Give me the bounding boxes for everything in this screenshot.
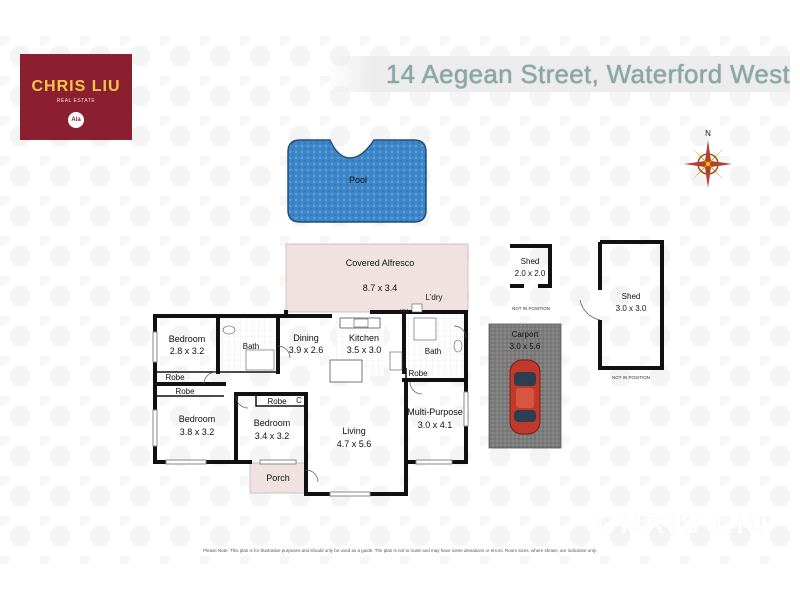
room-label-living-dims: 4.7 x 5.6 — [336, 439, 372, 449]
room-label-robe2: Robe — [175, 387, 195, 396]
room-label-robe3: Robe — [267, 397, 287, 406]
room-label-shed-large-dims: 3.0 x 3.0 — [615, 304, 647, 313]
property-address: 14 Aegean Street, Waterford West — [385, 59, 790, 89]
room-label-bedroom1-name: Bedroom — [168, 334, 206, 344]
top-band — [0, 0, 800, 36]
room-label-pool: Pool — [348, 175, 367, 185]
shed-large-note: NOT IN POSITION — [612, 375, 650, 380]
room-label-bedroom3-name: Bedroom — [253, 418, 291, 428]
shed-small-note: NOT IN POSITION — [512, 306, 550, 311]
stove — [389, 351, 403, 371]
room-label-multipurpose-name: Multi-Purpose — [407, 407, 463, 417]
room-label-bedroom2-name: Bedroom — [178, 414, 216, 424]
room-label-bath2: Bath — [424, 347, 442, 356]
room-label-shed-small-name: Shed — [520, 257, 540, 266]
kitchen-island — [329, 359, 363, 383]
bath2-shower — [413, 317, 437, 341]
room-label-kitchen-name: Kitchen — [348, 333, 380, 343]
room-label-laundry: L'dry — [425, 293, 443, 302]
bath1-shower — [245, 349, 275, 371]
car-icon — [509, 359, 541, 435]
room-label-shed-small-dims: 2.0 x 2.0 — [514, 269, 546, 278]
room-label-cupboard: C — [296, 396, 302, 405]
room-label-bedroom3-dims: 3.4 x 3.2 — [254, 431, 290, 441]
label-washing-machine: WM — [400, 308, 408, 313]
shed-small — [510, 244, 552, 288]
logo-subtitle: REAL ESTATE — [56, 98, 96, 104]
logo-badge-icon: Ala — [68, 112, 84, 128]
title-banner — [326, 56, 790, 92]
agency-logo: CHRIS LIU REAL ESTATE Ala — [20, 54, 132, 140]
bath1-basin — [222, 325, 236, 335]
pool — [287, 139, 427, 223]
room-label-bath1: Bath — [242, 342, 260, 351]
room-label-shed-large-name: Shed — [621, 292, 641, 301]
room-label-dining-name: Dining — [293, 333, 319, 343]
compass-rose-icon: N — [684, 129, 732, 188]
bath2-basin — [453, 339, 463, 353]
room-label-multipurpose-dims: 3.0 x 4.1 — [417, 420, 453, 430]
room-label-robe4: Robe — [408, 369, 428, 378]
room-label-carport-name: Carport — [511, 330, 539, 339]
room-label-bedroom2-dims: 3.8 x 3.2 — [179, 427, 215, 437]
room-label-dining-dims: 3.9 x 2.6 — [288, 345, 324, 355]
shed-large — [598, 240, 664, 370]
covered-alfresco — [285, 243, 469, 313]
watermark-logo: CHRIS LIU — [596, 508, 772, 539]
disclaimer-note: Please Note: This plan is for illustrati… — [203, 548, 597, 553]
washing-machine — [411, 303, 423, 313]
logo-name: CHRIS LIU — [31, 78, 121, 95]
room-label-robe1: Robe — [165, 373, 185, 382]
room-label-living-name: Living — [342, 426, 366, 436]
room-label-bedroom1-dims: 2.8 x 3.2 — [169, 346, 205, 356]
room-label-kitchen-dims: 3.5 x 3.0 — [346, 345, 382, 355]
sink — [353, 318, 369, 328]
north-label: N — [705, 129, 711, 138]
porch — [249, 462, 307, 494]
watermark-subtitle: REAL ESTATE — [702, 546, 766, 555]
room-label-alfresco-name: Covered Alfresco — [345, 258, 415, 268]
room-label-porch: Porch — [266, 473, 290, 483]
room-label-alfresco-dims: 8.7 x 3.4 — [362, 283, 398, 293]
bottom-band — [0, 564, 800, 600]
room-label-carport-dims: 3.0 x 5.6 — [509, 342, 541, 351]
